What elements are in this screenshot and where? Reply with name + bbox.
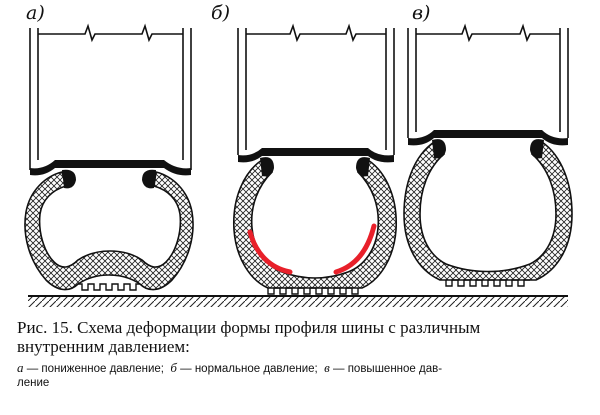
- tread-b: [267, 287, 359, 295]
- legend-tail: ление: [17, 377, 50, 389]
- bead-right-b: [356, 157, 370, 177]
- tire-panel-b: [233, 23, 397, 295]
- tire-panel-c: [403, 23, 573, 287]
- legend-key-a: а: [17, 360, 24, 375]
- wheel-disc-a: [29, 23, 192, 170]
- caption-title-line2: внутренним давлением:: [17, 337, 190, 356]
- caption-title-line1: Рис. 15. Схема деформации формы профиля …: [17, 318, 481, 337]
- legend-text-b: — нормальное давление;: [180, 363, 318, 375]
- ground-hatch: [28, 297, 568, 307]
- caption-legend: а — пониженное давление; б — нормальное …: [17, 361, 592, 390]
- deformation-highlight: [247, 223, 377, 275]
- wheel-disc-c: [407, 23, 569, 138]
- panel-label-a: а): [26, 2, 45, 24]
- bead-left-b: [260, 157, 274, 177]
- bead-left-c: [432, 139, 446, 159]
- bead-right-c: [530, 139, 544, 159]
- bead-left-a: [62, 169, 76, 189]
- legend-key-b: б: [170, 360, 177, 375]
- rim-b: [238, 148, 394, 163]
- rim-c: [408, 130, 568, 146]
- figure-caption: Рис. 15. Схема деформации формы профиля …: [17, 318, 592, 390]
- tire-c: [403, 140, 573, 281]
- bead-right-a: [142, 169, 156, 189]
- wheel-disc-b: [237, 23, 395, 155]
- legend-text-a: — пониженное давление;: [26, 363, 164, 375]
- tire-a: [24, 171, 194, 291]
- legend-key-c: в: [324, 360, 330, 375]
- tire-panel-a: [24, 23, 194, 291]
- ground: [28, 295, 568, 307]
- legend-text-c: — повышенное дав-: [333, 363, 443, 375]
- panel-label-b: б): [211, 2, 231, 24]
- tire-b: [233, 158, 397, 289]
- panel-label-c: в): [412, 2, 431, 24]
- tread-c: [445, 279, 530, 287]
- rim-a: [30, 160, 191, 176]
- tread-a: [78, 283, 140, 291]
